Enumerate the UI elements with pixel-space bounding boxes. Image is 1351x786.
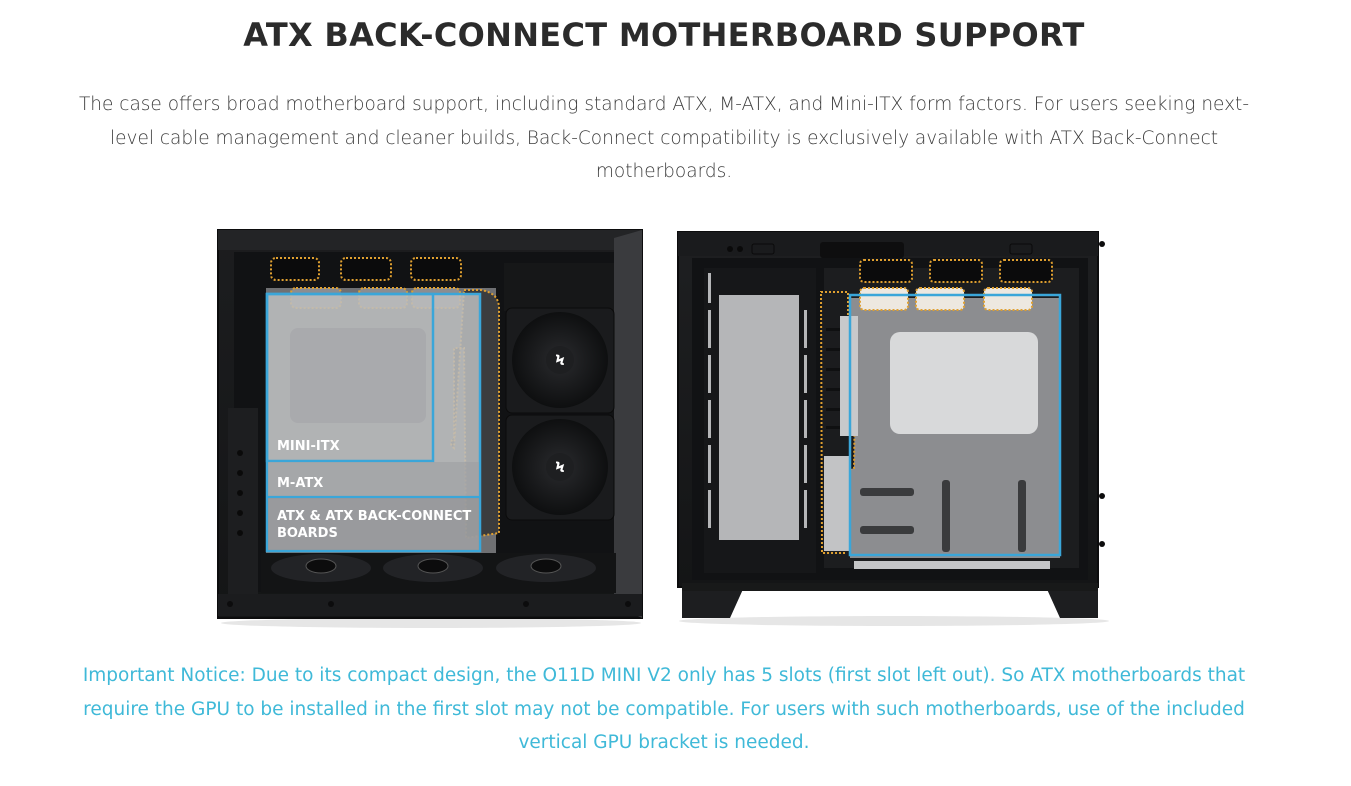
label-mini-itx: MINI-ITX (277, 439, 340, 454)
important-notice: Important Notice: Due to its compact des… (82, 665, 1246, 753)
case-foot-left (682, 587, 744, 618)
label-m-atx: M-ATX (277, 476, 323, 491)
case-top-panel (218, 230, 642, 250)
case-rear-view-illustration (677, 231, 1109, 626)
case-shadow (221, 618, 641, 628)
case-shadow (679, 616, 1109, 626)
top-cutouts (859, 259, 1053, 283)
case-screws (227, 601, 631, 607)
cpu-cutout-mesh (290, 328, 426, 423)
top-handle (820, 242, 904, 258)
atx-outline (848, 293, 1062, 557)
case-bottom-rail (218, 594, 642, 616)
svg-text:Ϟ: Ϟ (555, 353, 565, 369)
label-atx-line2: BOARDS (277, 526, 338, 541)
expansion-slot-brackets (826, 328, 840, 429)
rear-io-strip (228, 408, 258, 598)
back-connect-cutouts (859, 287, 1033, 311)
lower-panel (824, 456, 850, 551)
cable-straps (860, 480, 1026, 552)
page-title: ATX BACK-CONNECT MOTHERBOARD SUPPORT (243, 16, 1085, 54)
bottom-fans (261, 553, 616, 593)
side-fans: Ϟ Ϟ (504, 263, 615, 521)
thumbscrews (1099, 241, 1105, 547)
rear-io-ports (237, 450, 243, 536)
intro-paragraph: The case offers broad motherboard suppor… (79, 94, 1249, 182)
case-rear-view-image (674, 228, 1120, 628)
bottom-cutout (854, 561, 1050, 569)
case-bottom-rail (682, 583, 1098, 591)
vent-slots (708, 273, 807, 528)
case-foot-right (1046, 587, 1098, 618)
cpu-cutout (890, 332, 1038, 434)
label-atx-line1: ATX & ATX BACK-CONNECT (277, 509, 471, 524)
top-io (727, 243, 1033, 255)
case-side-view-illustration: Ϟ Ϟ MINI-ITX M-ATX ATX (217, 229, 643, 628)
atx-band (268, 498, 479, 550)
glass-panel (614, 230, 642, 618)
m-atx-band (268, 462, 479, 496)
case-side-view-image: Ϟ Ϟ MINI-ITX M-ATX ATX (216, 228, 646, 628)
psu-window (719, 295, 799, 540)
svg-text:Ϟ: Ϟ (555, 460, 565, 476)
